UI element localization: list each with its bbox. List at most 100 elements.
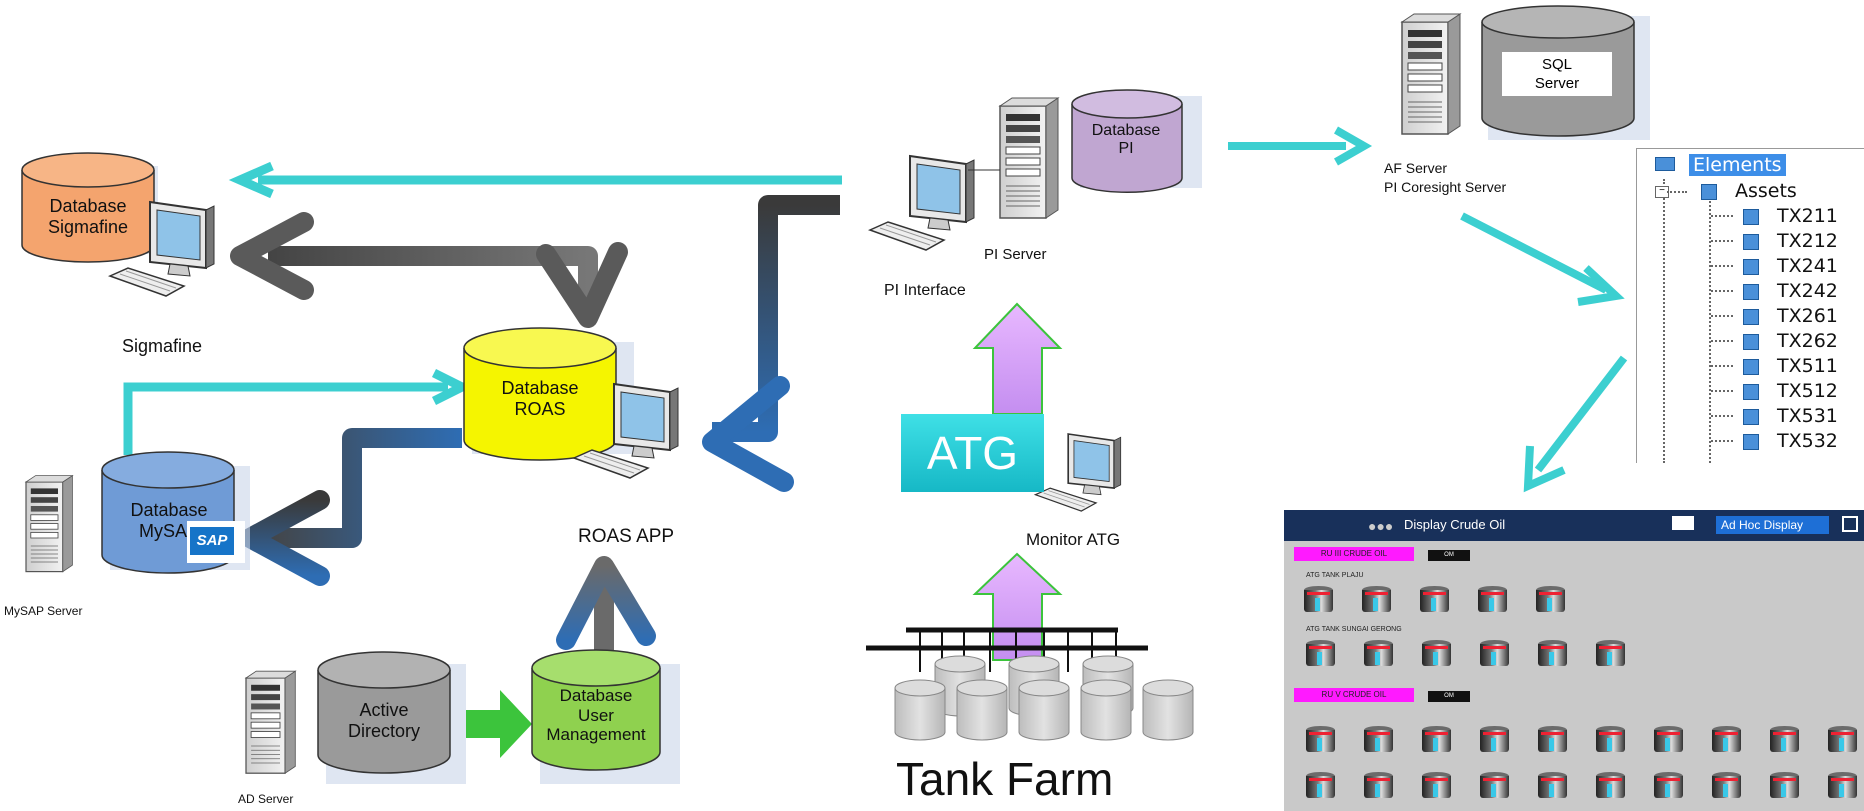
ad-hoc-display-button[interactable]: Ad Hoc Display: [1716, 516, 1829, 534]
tank-icon[interactable]: [1480, 726, 1509, 754]
tank-icon[interactable]: [1828, 726, 1857, 754]
tree-item-assets[interactable]: Assets: [1735, 180, 1797, 202]
arrow-usermgmt-to-roas: [556, 556, 656, 654]
tank-icon[interactable]: [1480, 772, 1509, 800]
display-header: ●●● Display Crude Oil Ad Hoc Display: [1284, 510, 1864, 541]
tank-icon[interactable]: [1538, 726, 1567, 754]
tank-icon[interactable]: [1770, 772, 1799, 800]
tank-icon[interactable]: [1770, 726, 1799, 754]
atg-box: ATG: [901, 414, 1044, 492]
tank-icon[interactable]: [1654, 726, 1683, 754]
ad-server-label: AD Server: [238, 792, 294, 806]
database-sigmafine-icon: [21, 152, 158, 263]
tree-line: [1663, 179, 1665, 463]
tree-connector: [1711, 440, 1733, 442]
pi-db-label: Database PI: [1091, 122, 1161, 158]
tank-icon[interactable]: [1364, 772, 1393, 800]
tree-item-tx531[interactable]: TX531: [1777, 405, 1838, 427]
envelope-icon[interactable]: [1672, 516, 1694, 530]
mysap-server-tower-icon: [25, 475, 74, 573]
asset-cube-icon: [1743, 209, 1759, 225]
tree-item-tx261[interactable]: TX261: [1777, 305, 1838, 327]
asset-cube-icon: [1743, 359, 1759, 375]
arrow-elements-to-display: [1523, 355, 1628, 493]
tank-icon[interactable]: [1712, 726, 1741, 754]
tree-connector: [1711, 340, 1733, 342]
user-management-db-label: Database User Management: [546, 686, 646, 745]
exit-icon[interactable]: [1842, 516, 1858, 532]
asset-cube-icon: [1743, 309, 1759, 325]
display-title: Display Crude Oil: [1404, 517, 1506, 532]
tree-connector: [1711, 365, 1733, 367]
tree-connector: [1667, 191, 1687, 193]
tank-icon[interactable]: [1596, 772, 1625, 800]
database-pi-icon: [1071, 89, 1202, 194]
tree-item-tx262[interactable]: TX262: [1777, 330, 1838, 352]
tank-icon[interactable]: [1304, 586, 1333, 614]
tank-icon[interactable]: [1536, 586, 1565, 614]
tank-farm-icon: [866, 627, 1194, 741]
sigmafine-label: Sigmafine: [122, 336, 203, 356]
tree-item-tx511[interactable]: TX511: [1777, 355, 1838, 377]
arrow-pi-to-sigmafine: [228, 161, 842, 199]
asset-cube-icon: [1743, 234, 1759, 250]
tank-icon[interactable]: [1420, 586, 1449, 614]
tree-item-tx532[interactable]: TX532: [1777, 430, 1838, 452]
arrow-atg-to-pi: [972, 302, 1063, 415]
tree-connector: [1711, 215, 1733, 217]
asset-cube-icon: [1743, 259, 1759, 275]
tree-line-assets: [1709, 201, 1711, 463]
tank-icon[interactable]: [1538, 772, 1567, 800]
arrow-pi-to-roas: [702, 195, 840, 492]
database-roas-icon: [463, 327, 634, 461]
tank-icon[interactable]: [1306, 640, 1335, 668]
tank-icon[interactable]: [1596, 726, 1625, 754]
storage-tank-icon: [1142, 679, 1194, 741]
active-directory-label: Active Directory: [347, 700, 420, 741]
pi-interface-desktop-icon: [869, 155, 975, 251]
roas-db-label: Database ROAS: [501, 378, 579, 419]
tank-icon[interactable]: [1596, 640, 1625, 668]
tank-icon[interactable]: [1422, 726, 1451, 754]
pi-server-label: PI Server: [984, 246, 1047, 263]
tank-icon[interactable]: [1422, 772, 1451, 800]
arrow-af-to-elements: [1460, 212, 1625, 306]
tree-connector: [1711, 265, 1733, 267]
tree-item-tx241[interactable]: TX241: [1777, 255, 1838, 277]
roas-app-label: ROAS APP: [578, 526, 675, 547]
tank-icon[interactable]: [1478, 586, 1507, 614]
database-user-management-icon: [531, 649, 680, 784]
tank-icon[interactable]: [1538, 640, 1567, 668]
arrow-mysap-to-roas: [123, 368, 473, 455]
tank-icon[interactable]: [1306, 726, 1335, 754]
asset-cube-icon: [1743, 384, 1759, 400]
tank-icon[interactable]: [1828, 772, 1857, 800]
tree-item-tx212[interactable]: TX212: [1777, 230, 1838, 252]
tank-icon[interactable]: [1712, 772, 1741, 800]
group-ru5-status: OM: [1428, 691, 1470, 702]
display-crude-oil-panel: ●●● Display Crude Oil Ad Hoc Display RU …: [1284, 510, 1864, 811]
group-ru5-label[interactable]: RU V CRUDE OIL: [1294, 688, 1414, 702]
af-server-label: AF Server: [1384, 160, 1448, 176]
tank-icon[interactable]: [1364, 726, 1393, 754]
tank-icon[interactable]: [1654, 772, 1683, 800]
tree-connector: [1711, 315, 1733, 317]
tank-icon[interactable]: [1362, 586, 1391, 614]
tree-item-tx242[interactable]: TX242: [1777, 280, 1838, 302]
tree-item-tx211[interactable]: TX211: [1777, 205, 1838, 227]
storage-tank-icon: [1080, 679, 1132, 741]
group-ru3-label[interactable]: RU III CRUDE OIL: [1294, 547, 1414, 561]
tank-icon[interactable]: [1306, 772, 1335, 800]
sap-logo: SAP: [187, 521, 245, 563]
sigmafine-db-label: Database Sigmafine: [47, 196, 129, 237]
tank-icon[interactable]: [1364, 640, 1393, 668]
asset-cube-icon: [1743, 284, 1759, 300]
tree-root-elements[interactable]: Elements: [1689, 154, 1786, 176]
tank-icon[interactable]: [1422, 640, 1451, 668]
assets-icon: [1701, 184, 1717, 200]
tank-icon[interactable]: [1480, 640, 1509, 668]
tree-item-tx512[interactable]: TX512: [1777, 380, 1838, 402]
tree-connector: [1711, 240, 1733, 242]
